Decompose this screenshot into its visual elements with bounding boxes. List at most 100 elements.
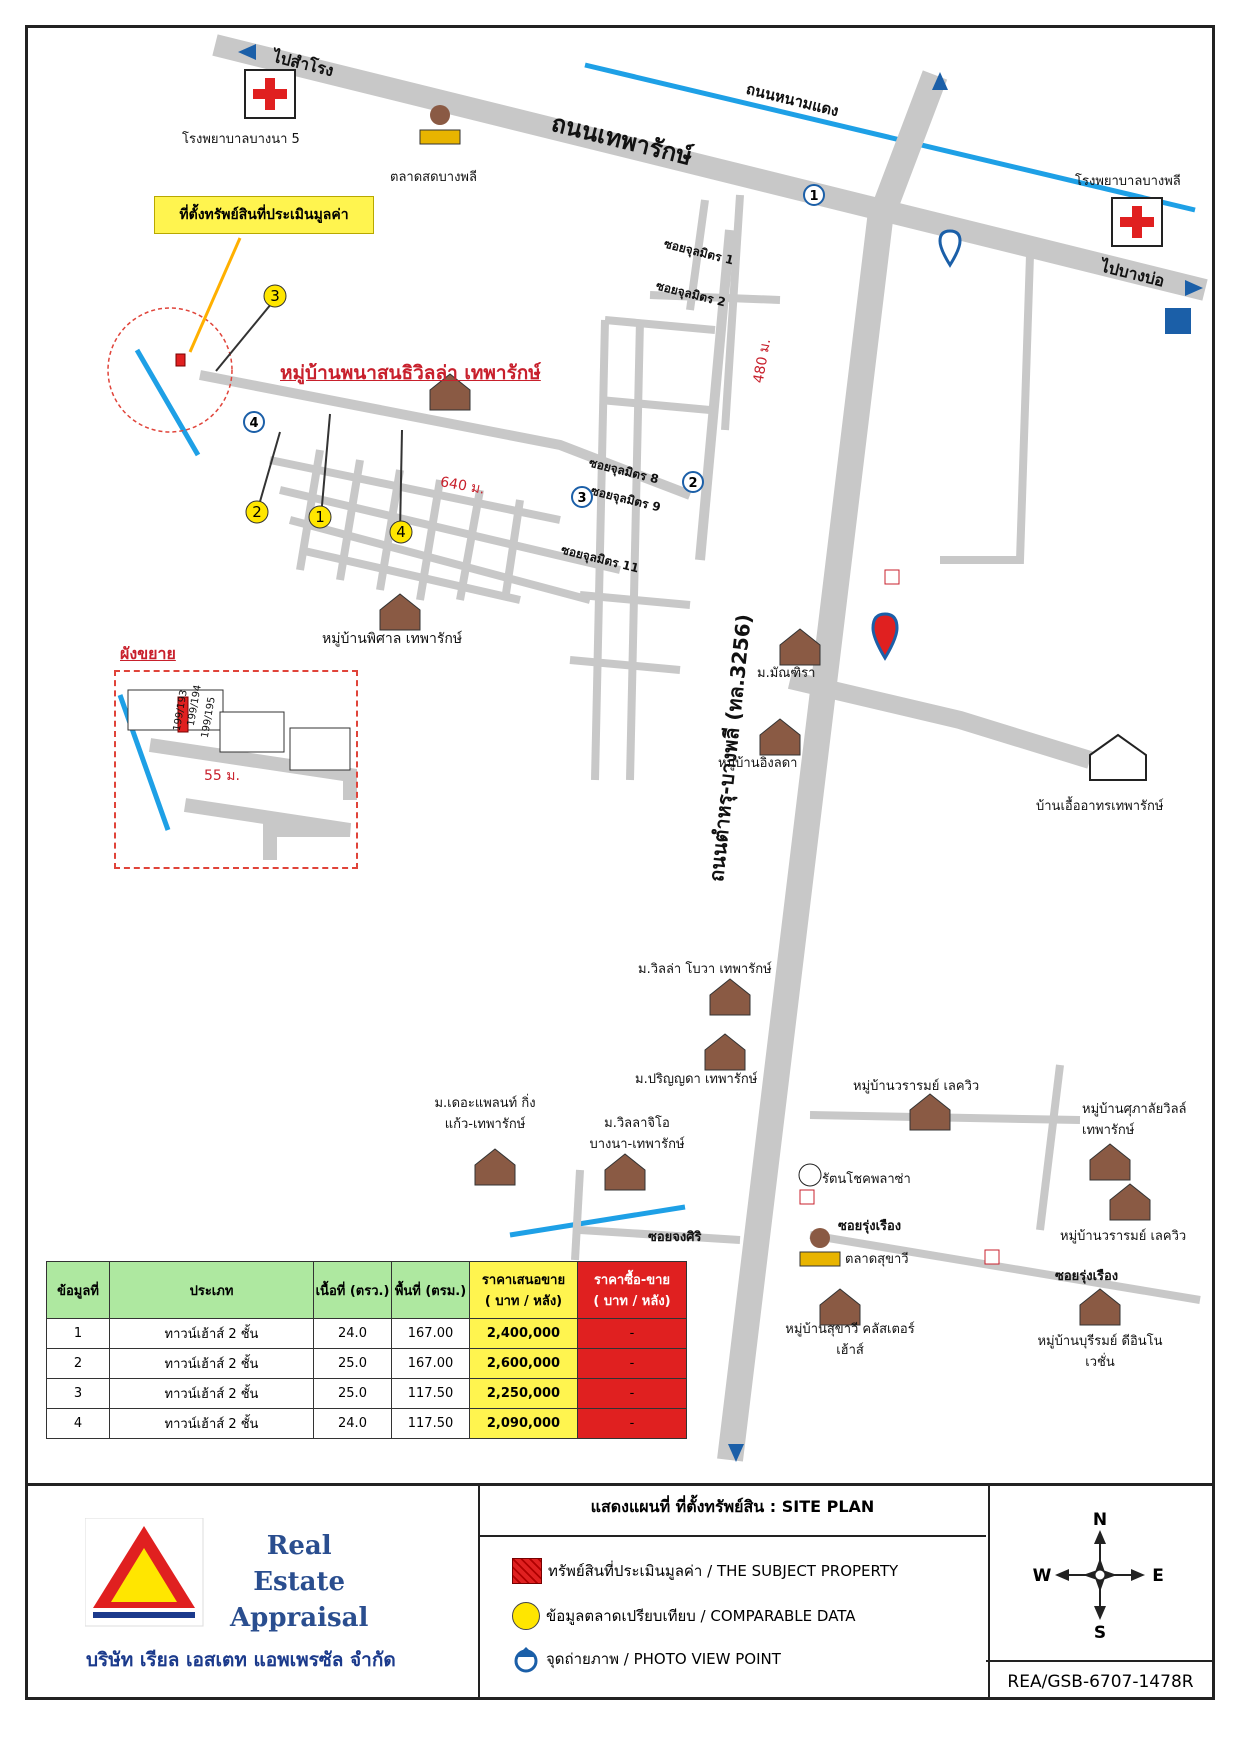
house-icon (379, 593, 421, 631)
house-icon (819, 1288, 861, 1326)
site-map: 3 2 1 4 1 2 3 4 (107, 34, 1208, 1462)
house-icon (1109, 1183, 1151, 1221)
tamru-road (717, 70, 948, 1462)
grid-road (579, 591, 691, 609)
place-label: หมู่บ้านอิงลดา (718, 756, 798, 771)
soi-label: ซอยรุ่งเรือง (838, 1219, 902, 1234)
viewpoint-marker-4[interactable] (243, 411, 265, 433)
cell-area: 167.00 (391, 1318, 470, 1349)
viewpoint-marker-3[interactable] (571, 486, 593, 508)
arrow-icon (238, 44, 256, 60)
hospital-icon (244, 69, 296, 119)
viewpoint-marker-1[interactable] (803, 184, 825, 206)
fuel-icon (938, 229, 962, 268)
view-markers: 1 2 3 4 (243, 184, 825, 508)
home-icon (1089, 733, 1147, 781)
soi-label: ซอยจงศิริ (648, 1230, 702, 1245)
unit-label: ( บาท / หลัง) (484, 1294, 563, 1309)
soi-rungrueang (809, 1231, 1201, 1304)
inset-drawing (117, 689, 357, 860)
cell-price: 2,090,000 (469, 1408, 578, 1439)
compass-n: N (1093, 1510, 1107, 1530)
distance-label: 55 ม. (204, 768, 240, 784)
comp1-leader (320, 413, 331, 518)
market-icon (799, 1228, 841, 1267)
roads (199, 34, 1208, 1462)
place-label: หมู่บ้านพิศาล เทพารักษ์ (322, 631, 463, 647)
table-header: เนื้อที่ (ตรว.) (313, 1261, 392, 1319)
comp-leaders (215, 297, 403, 533)
compass-s: S (1094, 1623, 1106, 1640)
grid-road (299, 546, 521, 604)
grid-road (416, 479, 444, 601)
view-label: 4 (249, 416, 258, 431)
grid-road (686, 199, 709, 311)
cell-land: 24.0 (313, 1408, 392, 1439)
cell-price: 2,600,000 (469, 1348, 578, 1379)
place-label: ม.วิลลาจิโอ บางนา-เทพารักษ์ (589, 1116, 685, 1152)
place-label: หมู่บ้านศุภาลัยวิลล์ เทพารักษ์ (1082, 1102, 1187, 1138)
grid-road (501, 499, 524, 601)
comparable-marker-2[interactable] (245, 500, 269, 524)
cell-area: 117.50 (391, 1408, 470, 1439)
house-icons (379, 373, 1151, 1326)
place-label: หมู่บ้านพนาสนธิวิลล่า เทพารักษ์ (280, 362, 541, 384)
sold-header: ราคาซื้อ-ขาย (593, 1273, 671, 1288)
cell-no: 4 (46, 1408, 110, 1439)
cell-no: 1 (46, 1318, 110, 1349)
comp3-leader (215, 297, 277, 372)
cell-land: 25.0 (313, 1348, 392, 1379)
comparable-marker-3[interactable] (263, 284, 287, 308)
place-label: รัตนโชคพลาซ่า (822, 1172, 911, 1187)
table-header: ข้อมูลที่ (46, 1261, 110, 1319)
house-icon (759, 718, 801, 756)
comparable-marker-4[interactable] (389, 520, 413, 544)
place-label: ม.ปริญญดา เทพารักษ์ (635, 1072, 758, 1087)
brand-line: Appraisal (230, 1603, 369, 1633)
inset-box (114, 670, 358, 869)
viewpoint-marker-2[interactable] (682, 471, 704, 493)
legend-subject: ทรัพย์สินที่ประเมินมูลค่า / THE SUBJECT … (512, 1558, 898, 1584)
plan-title: แสดงแผนที่ ที่ตั้งทรัพย์สิน : SITE PLAN (590, 1497, 875, 1516)
legend-divider (478, 1535, 986, 1537)
table-row: 1 ทาวน์เฮ้าส์ 2 ชั้น 24.0 167.00 2,400,0… (46, 1318, 687, 1349)
compass-w: W (1033, 1566, 1052, 1586)
comparable-marker-1[interactable] (308, 505, 332, 529)
canal-west (134, 348, 201, 457)
house-icon (429, 373, 471, 411)
grid-road (336, 459, 364, 581)
place-label: บ้านเอื้ออาทรเทพารักษ์ (1036, 799, 1164, 814)
page-frame (25, 25, 1215, 1700)
road-south-1 (571, 1169, 584, 1261)
view-label: 3 (577, 491, 586, 506)
place-label: หมู่บ้านสุขาวี คลัสเตอร์ เฮ้าส์ (785, 1322, 915, 1358)
legend-view: จุดถ่ายภาพ / PHOTO VIEW POINT (512, 1645, 781, 1673)
hospital-icon (1111, 197, 1163, 247)
comp-markers: 3 2 1 4 (245, 284, 413, 544)
compass-e: E (1152, 1566, 1164, 1586)
cell-land: 24.0 (313, 1318, 392, 1349)
road-east-3 (1036, 1064, 1064, 1231)
house-icon (604, 1153, 646, 1191)
table-header: พื้นที่ (ตรม.) (391, 1261, 470, 1319)
company-logo (85, 1518, 204, 1627)
subject-lot (175, 353, 186, 367)
legend-text: ข้อมูลตลาดเปรียบเทียบ / COMPARABLE DATA (546, 1607, 856, 1625)
house-icon (474, 1148, 516, 1186)
cell-land: 25.0 (313, 1378, 392, 1409)
cell-price: 2,250,000 (469, 1378, 578, 1409)
thepharak-road (212, 34, 1208, 301)
cell-type: ทาวน์เฮ้าส์ 2 ชั้น (109, 1318, 314, 1349)
cell-area: 117.50 (391, 1378, 470, 1409)
direction-arrows (238, 44, 1203, 1462)
viewpoint-swatch-icon (514, 1647, 538, 1673)
view-label: 1 (809, 189, 818, 204)
grid-road (569, 656, 681, 674)
grid-road (279, 486, 621, 574)
table-row: 4 ทาวน์เฮ้าส์ 2 ชั้น 24.0 117.50 2,090,0… (46, 1408, 687, 1439)
table-header: ประเภท (109, 1261, 314, 1319)
house-icon (704, 1033, 746, 1071)
footer (25, 1483, 1215, 1703)
table-header-row: ข้อมูลที่ ประเภท เนื้อที่ (ตรว.) พื้นที่… (46, 1261, 687, 1319)
soi-640 (199, 370, 692, 500)
